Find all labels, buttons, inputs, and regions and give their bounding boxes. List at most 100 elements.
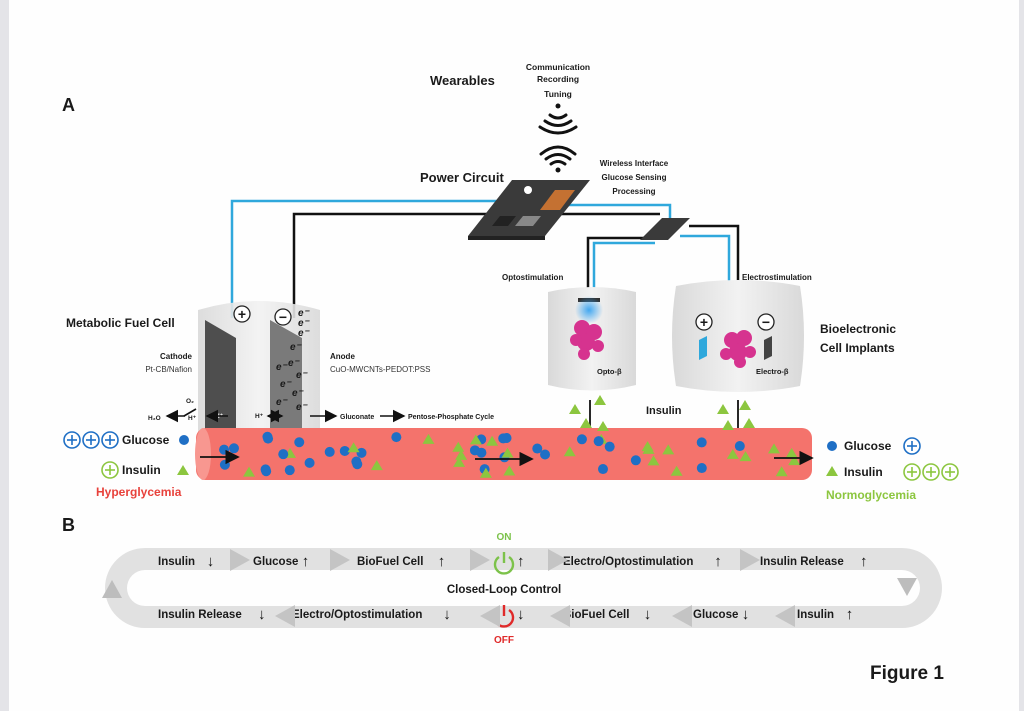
trend-arrow-icon: ↓ bbox=[742, 606, 750, 623]
wireless-signal-up-icon bbox=[539, 145, 577, 173]
glucose-molecule bbox=[294, 437, 305, 448]
glucose-molecule bbox=[261, 466, 272, 477]
figure-canvas: A B Wearables Communication Recording Tu… bbox=[62, 62, 959, 684]
svg-text:e⁻: e⁻ bbox=[296, 402, 309, 413]
loop-step: BioFuel Cell↓ bbox=[563, 606, 651, 623]
plus-level-icon bbox=[922, 463, 940, 481]
glucose-molecule bbox=[304, 457, 315, 468]
normoglycemia-label: Normoglycemia bbox=[826, 488, 916, 502]
loop-step-label: Insulin Release bbox=[158, 609, 242, 621]
gluconate-label: Gluconate bbox=[340, 414, 374, 421]
power-circuit-chip bbox=[468, 180, 590, 240]
insulin-molecule bbox=[486, 435, 499, 446]
glucose-molecule bbox=[263, 433, 274, 444]
loop-step: Glucose↓ bbox=[693, 606, 749, 623]
glucose-molecule bbox=[284, 465, 295, 476]
closed-loop-control-label: Closed-Loop Control bbox=[447, 584, 561, 596]
insulin-molecule bbox=[580, 418, 592, 428]
plus-electrode-icon: + bbox=[695, 313, 713, 331]
insulin-molecule bbox=[743, 418, 755, 428]
opto-beta-label: Opto-β bbox=[597, 367, 622, 376]
loop-top-row: Insulin↓Glucose↑BioFuel Cell↑↑Electro/Op… bbox=[158, 549, 868, 575]
reaction-arrows bbox=[165, 408, 406, 423]
plus-level-icon bbox=[903, 437, 921, 455]
svg-text:e⁻: e⁻ bbox=[276, 362, 289, 373]
loop-step: ↑ bbox=[493, 552, 525, 575]
trend-arrow-icon: ↑ bbox=[714, 553, 722, 570]
chevron-left-icon bbox=[550, 605, 570, 627]
plus-level-icon bbox=[941, 463, 959, 481]
electro-beta-label: Electro-β bbox=[756, 367, 789, 376]
trend-arrow-icon: ↑ bbox=[860, 553, 868, 570]
insulin-molecule bbox=[788, 455, 801, 466]
svg-text:−: − bbox=[762, 314, 770, 330]
svg-text:+: + bbox=[238, 306, 246, 322]
svg-text:+: + bbox=[700, 314, 708, 330]
loop-step: Electro/Optostimulation↓ bbox=[292, 606, 451, 623]
insulin-triangle-icon bbox=[177, 465, 189, 475]
glucose-molecule bbox=[228, 443, 239, 454]
svg-text:e⁻: e⁻ bbox=[292, 388, 305, 399]
insulin-molecule bbox=[717, 404, 729, 414]
left-insulin-label: Insulin bbox=[122, 463, 161, 477]
figure-caption: Figure 1 bbox=[870, 663, 944, 684]
insulin-molecule bbox=[569, 404, 581, 414]
wearables-title: Wearables bbox=[430, 73, 495, 88]
closed-loop-track bbox=[102, 548, 942, 628]
trend-arrow-icon: ↓ bbox=[258, 606, 266, 623]
wireless-signal-down-icon bbox=[538, 103, 578, 135]
trend-arrow-icon: ↑ bbox=[302, 553, 310, 570]
chevron-right-icon bbox=[330, 549, 350, 571]
anode-title: Anode bbox=[330, 352, 355, 361]
wearable-function: Communication bbox=[526, 62, 590, 72]
insulin-molecule bbox=[479, 467, 492, 478]
loop-step-label: Electro/Optostimulation bbox=[292, 609, 422, 621]
insulin-molecule bbox=[422, 433, 435, 444]
insulin-molecule bbox=[670, 465, 683, 476]
insulin-molecule bbox=[469, 434, 482, 445]
loop-step: Electro/Optostimulation ↑ bbox=[563, 553, 722, 570]
glucose-molecule bbox=[593, 436, 604, 447]
svg-text:e⁻: e⁻ bbox=[290, 342, 303, 353]
glucose-level-indicators bbox=[63, 431, 119, 449]
fuel-cell-title: Metabolic Fuel Cell bbox=[66, 316, 175, 330]
opto-implant: Opto-β bbox=[548, 287, 636, 391]
plus-level-icon bbox=[82, 431, 100, 449]
insulin-molecule bbox=[594, 395, 606, 405]
glucose-molecule bbox=[532, 443, 543, 454]
insulin-molecule bbox=[347, 442, 360, 453]
loop-step: Glucose↑ bbox=[253, 553, 309, 570]
svg-text:e⁻: e⁻ bbox=[276, 397, 289, 408]
wearable-function: Recording bbox=[537, 74, 579, 84]
glucose-molecule bbox=[498, 433, 509, 444]
insulin-molecule bbox=[370, 460, 383, 471]
insulin-release-label: Insulin bbox=[646, 405, 682, 417]
svg-text:e⁻: e⁻ bbox=[298, 308, 311, 319]
svg-text:H₂O: H₂O bbox=[148, 415, 161, 422]
plus-level-icon bbox=[903, 463, 921, 481]
chevron-left-icon bbox=[775, 605, 795, 627]
insulin-molecule bbox=[563, 446, 576, 457]
off-label: OFF bbox=[494, 635, 514, 646]
loop-step-label: BioFuel Cell bbox=[357, 556, 423, 568]
cathode-material: Pt-CB/Nafion bbox=[145, 365, 192, 374]
svg-text:e⁻: e⁻ bbox=[298, 318, 311, 329]
power-circuit-title: Power Circuit bbox=[420, 170, 504, 185]
connector-chip bbox=[640, 218, 690, 240]
insulin-triangle-icon bbox=[826, 466, 838, 476]
insulin-molecule bbox=[243, 466, 256, 477]
blue-wire-cathode bbox=[230, 199, 500, 318]
implants-title-line1: Bioelectronic bbox=[820, 322, 896, 336]
trend-arrow-icon: ↓ bbox=[517, 606, 525, 623]
loop-step-label: Electro/Optostimulation bbox=[563, 556, 693, 568]
loop-step-label: Insulin bbox=[158, 556, 195, 568]
glucose-molecule bbox=[324, 446, 335, 457]
panel-b-label: B bbox=[62, 515, 75, 535]
blue-wire-opto bbox=[592, 241, 655, 298]
panel-a-label: A bbox=[62, 95, 75, 115]
insulin-molecule bbox=[726, 448, 739, 459]
svg-text:e⁻: e⁻ bbox=[298, 328, 311, 339]
loop-step-label: Insulin Release bbox=[760, 556, 844, 568]
glucose-molecule bbox=[339, 445, 350, 456]
svg-text:e⁻: e⁻ bbox=[296, 370, 309, 381]
